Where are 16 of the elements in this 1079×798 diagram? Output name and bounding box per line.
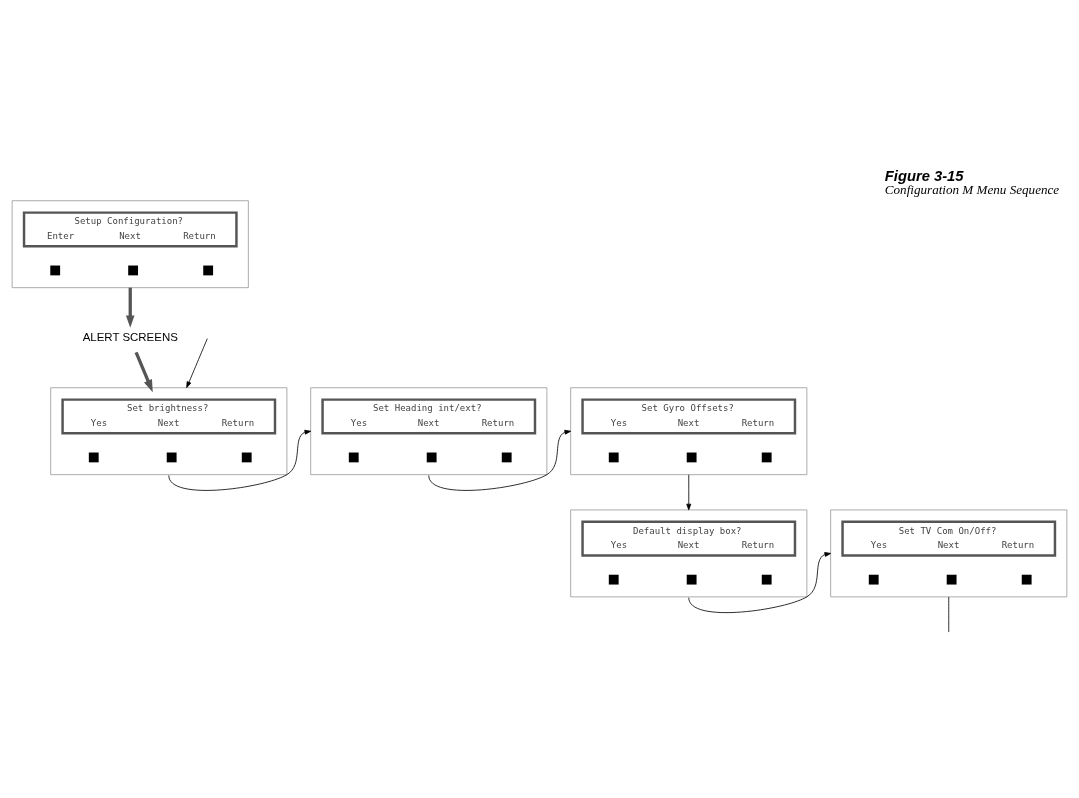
arrow (428, 429, 572, 491)
diagram-title: Figure 3-15 (884, 167, 964, 184)
node-box: Set Gyro Offsets? Yes Next Return (570, 386, 808, 475)
node-box: Set brightness? Yes Next Return (50, 386, 288, 475)
node-box: Setup Configuration? Enter Next Return (11, 199, 249, 288)
arrow (168, 429, 312, 491)
arrow (688, 551, 832, 613)
caption: Configuration M Menu Sequence (884, 181, 1060, 197)
arrow (125, 287, 135, 328)
node-box: Default display box? Yes Next Return (570, 509, 808, 597)
arrow (686, 473, 692, 510)
arrow (186, 337, 208, 388)
node-box: Set TV Com On/Off? Yes Next Return (830, 509, 1068, 597)
node-text: ALERT SCREENS (82, 330, 178, 343)
arrow (134, 351, 153, 392)
node-box: Set Heading int/ext? Yes Next Return (310, 386, 548, 475)
